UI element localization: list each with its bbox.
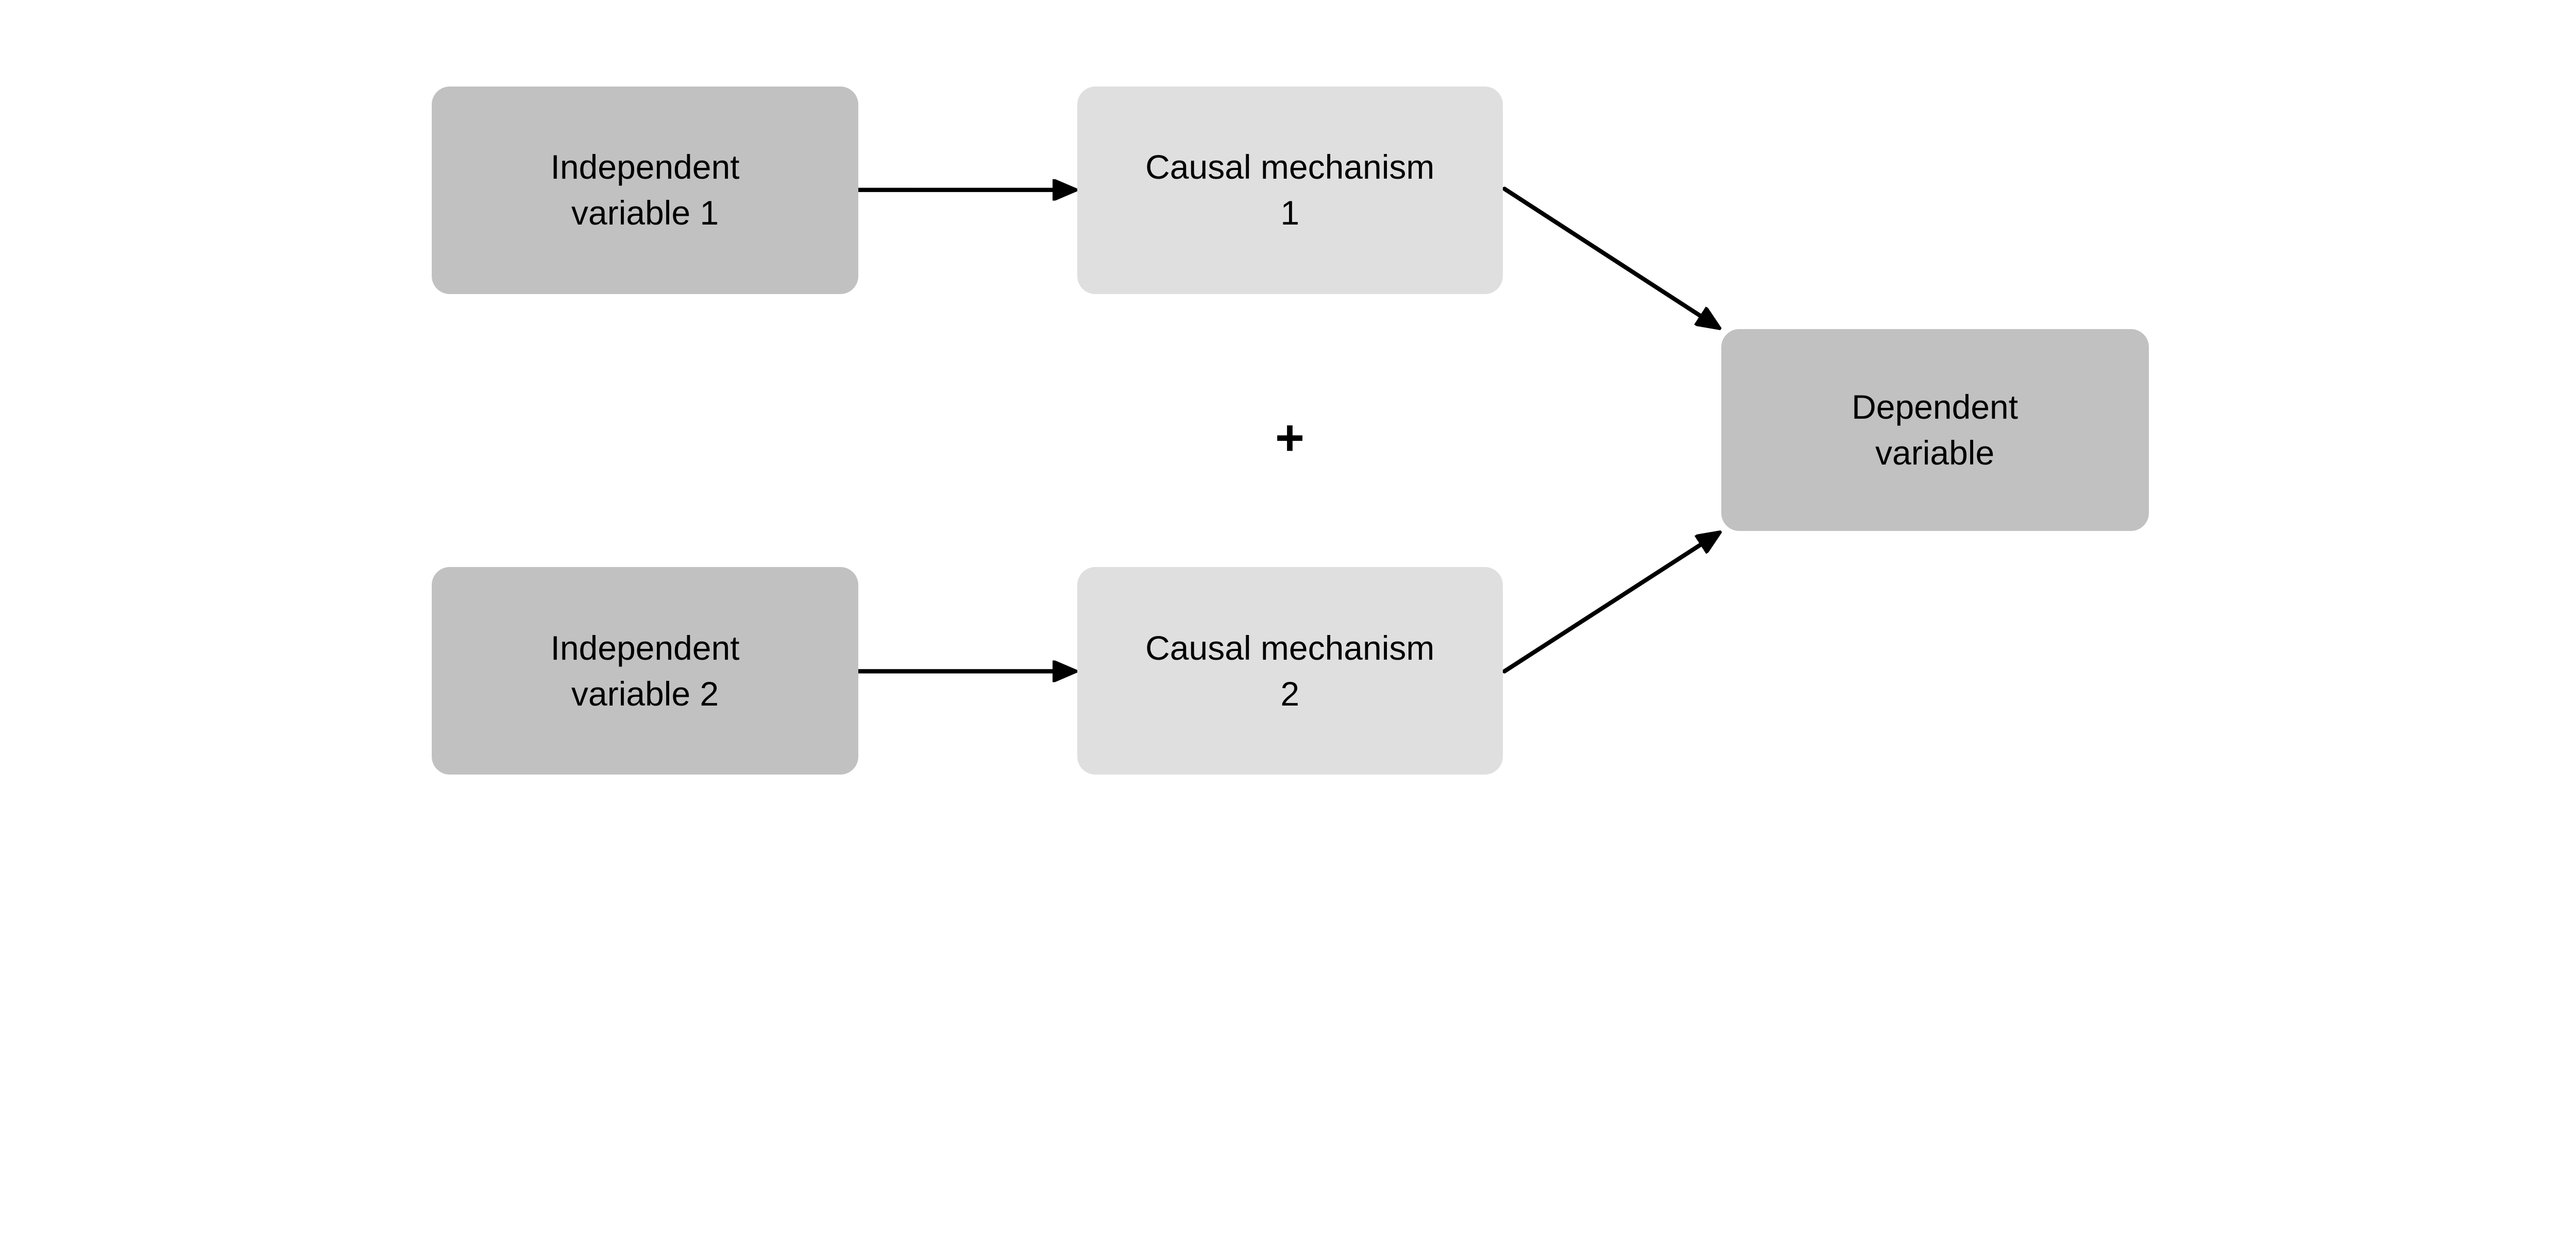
node-label-line: variable	[1875, 433, 1995, 472]
node-causal-mechanism-2: Causal mechanism 2	[1077, 567, 1503, 775]
plus-sign: +	[1275, 409, 1304, 466]
node-label-line: Causal mechanism	[1145, 628, 1435, 667]
node-causal-mechanism-1: Causal mechanism 1	[1077, 86, 1503, 294]
causal-diagram: Independent variable 1 Causal mechanism …	[432, 0, 2576, 859]
node-label-line: variable 1	[571, 194, 719, 232]
node-independent-variable-2: Independent variable 2	[432, 567, 858, 775]
arrow-layer	[856, 0, 2576, 859]
node-label-line: Causal mechanism	[1145, 148, 1435, 186]
node-label-line: 1	[1280, 194, 1300, 232]
node-label-line: Dependent	[1852, 387, 2018, 426]
node-dependent-variable: Dependent variable	[1721, 329, 2149, 531]
node-label-line: variable 2	[571, 674, 719, 713]
node-label-line: Independent	[550, 148, 740, 186]
node-independent-variable-1: Independent variable 1	[432, 86, 858, 294]
node-label-line: Independent	[550, 628, 740, 667]
arrow-cm2-to-dv	[1502, 544, 1701, 674]
node-label-line: 2	[1280, 674, 1300, 713]
arrow-cm1-to-dv	[1502, 186, 1701, 316]
